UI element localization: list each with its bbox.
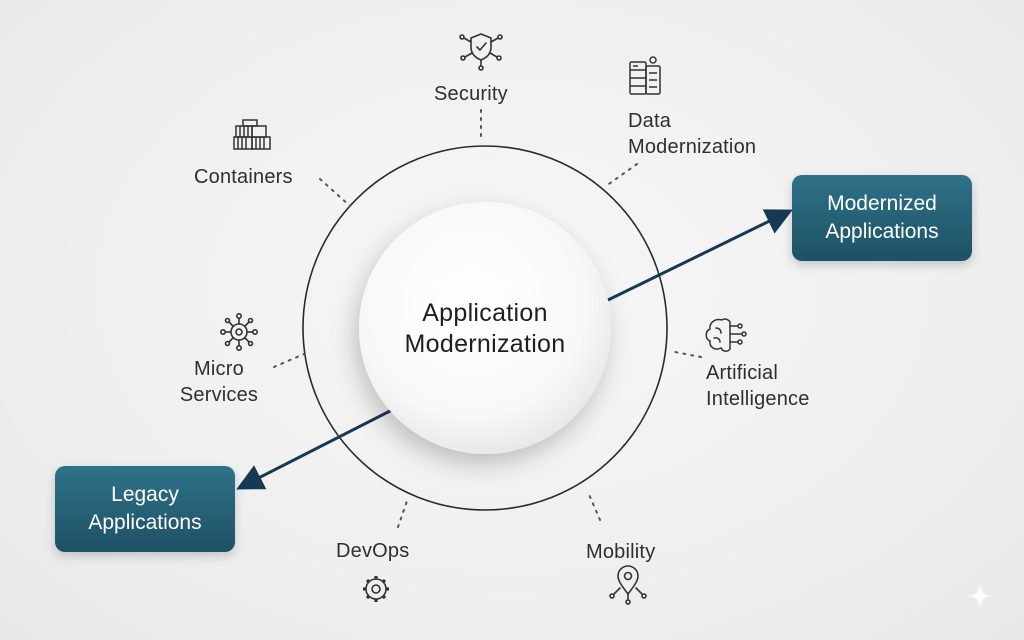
connector-ai	[669, 350, 702, 358]
legacy-applications-box: Legacy Applications	[55, 466, 235, 552]
arrow-to-modernized	[607, 209, 793, 302]
center-title: Application Modernization	[360, 298, 610, 360]
label-mobility: Mobility	[586, 541, 656, 563]
server-rack-icon	[629, 56, 661, 95]
arrow-to-legacy	[236, 408, 393, 490]
connector-data	[605, 163, 638, 187]
label-containers: Containers	[194, 166, 293, 188]
label-security: Security	[434, 83, 508, 105]
location-pin-network-icon	[609, 565, 647, 605]
label-ai-line1: Artificial	[706, 362, 779, 384]
center-disc	[359, 202, 611, 454]
outer-ring	[302, 145, 668, 511]
connector-containers	[319, 178, 351, 207]
label-artificial-intelligence: Artificial Intelligence	[706, 360, 810, 412]
gear-icon	[363, 576, 389, 602]
shield-network-icon	[459, 33, 503, 71]
sparkle-icon	[968, 584, 992, 608]
brain-circuit-icon	[705, 318, 747, 352]
label-data-line2: Modernization	[628, 136, 757, 158]
center-title-line2: Modernization	[404, 330, 566, 358]
connectors	[273, 109, 702, 528]
center-title-line1: Application	[422, 299, 548, 327]
modernized-line2: Applications	[825, 220, 939, 243]
label-ai-line2: Intelligence	[706, 388, 810, 410]
label-micro-services: Micro Services	[174, 356, 264, 408]
label-data-modernization: Data Modernization	[628, 108, 756, 160]
modernized-applications-box: Modernized Applications	[792, 175, 972, 261]
hub-nodes-icon	[220, 312, 259, 351]
connector-micro	[273, 353, 305, 368]
legacy-line1: Legacy	[111, 483, 179, 506]
legacy-line2: Applications	[88, 511, 202, 534]
label-micro-line1: Micro	[194, 358, 244, 380]
label-data-line1: Data	[628, 110, 672, 132]
connector-mobility	[587, 491, 601, 521]
modernized-line1: Modernized	[827, 192, 937, 215]
shipping-containers-icon	[233, 119, 271, 150]
label-devops: DevOps	[336, 540, 410, 562]
connector-devops	[397, 497, 409, 528]
label-micro-line2: Services	[179, 384, 259, 406]
